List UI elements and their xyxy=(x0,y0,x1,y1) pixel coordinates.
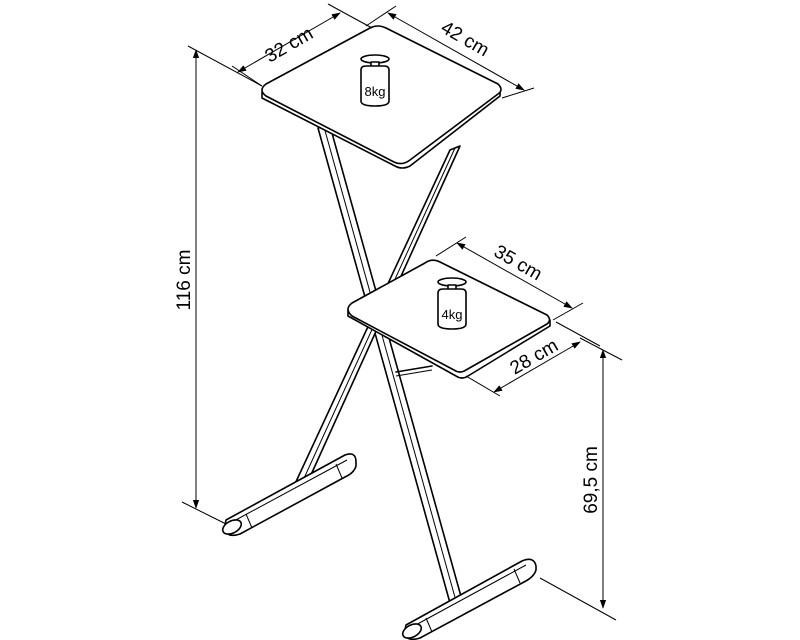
weight-8kg-label: 8kg xyxy=(365,84,386,99)
left-foot xyxy=(221,453,357,537)
weight-4kg-icon: 4kg xyxy=(437,277,467,330)
lower-shelf-brace xyxy=(395,365,433,377)
dimension-total-height: 116 cm xyxy=(174,45,263,525)
weight-8kg-icon: 8kg xyxy=(360,54,390,107)
top-depth-label: 42 cm xyxy=(437,17,492,61)
weight-4kg-label: 4kg xyxy=(442,307,463,322)
right-foot xyxy=(401,558,537,640)
lower-depth-label: 35 cm xyxy=(490,241,545,285)
lower-height-label: 69,5 cm xyxy=(581,446,602,514)
total-height-label: 116 cm xyxy=(174,250,195,311)
dimension-lower-height: 69,5 cm xyxy=(539,337,623,621)
